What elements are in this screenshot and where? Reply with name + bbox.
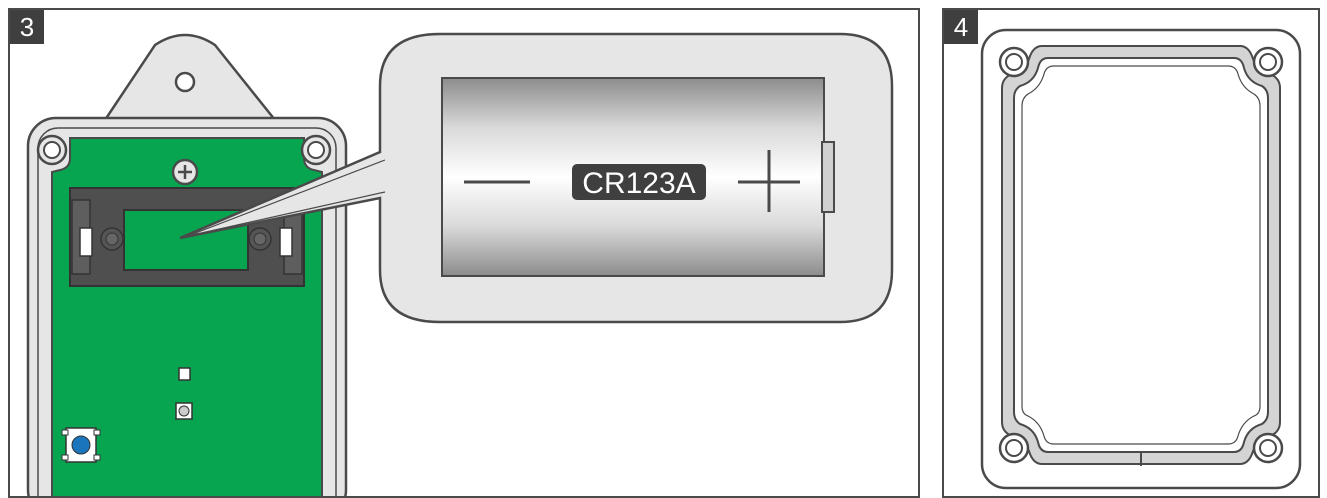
corner-screw-left — [36, 134, 68, 166]
battery-label: CR123A — [582, 167, 695, 200]
tamper-button — [61, 427, 101, 463]
step-3-illustration: CR123A — [26, 32, 894, 496]
step-4-panel: 4 — [942, 8, 1320, 498]
battery-plus-symbol — [738, 150, 800, 212]
pcb-screw — [171, 158, 199, 186]
cover-screw-tr — [1252, 46, 1284, 78]
step-number-badge: 4 — [944, 10, 978, 44]
cover-screw-tl — [998, 46, 1030, 78]
cover-screw-bl — [998, 432, 1030, 464]
mounting-hole — [174, 71, 196, 93]
battery-holder — [69, 187, 305, 287]
smd-component — [178, 367, 191, 381]
step-3-panel: CR123A 3 — [8, 8, 920, 498]
corner-screw-right — [300, 134, 332, 166]
cover-screw-br — [1252, 432, 1284, 464]
battery-label-bg — [572, 164, 706, 200]
gasket-innermost — [1021, 65, 1261, 445]
callout-pointer-inner — [187, 159, 386, 237]
housing-inner — [37, 127, 337, 496]
step-4-illustration — [980, 28, 1302, 490]
step-number-badge: 3 — [10, 10, 44, 44]
